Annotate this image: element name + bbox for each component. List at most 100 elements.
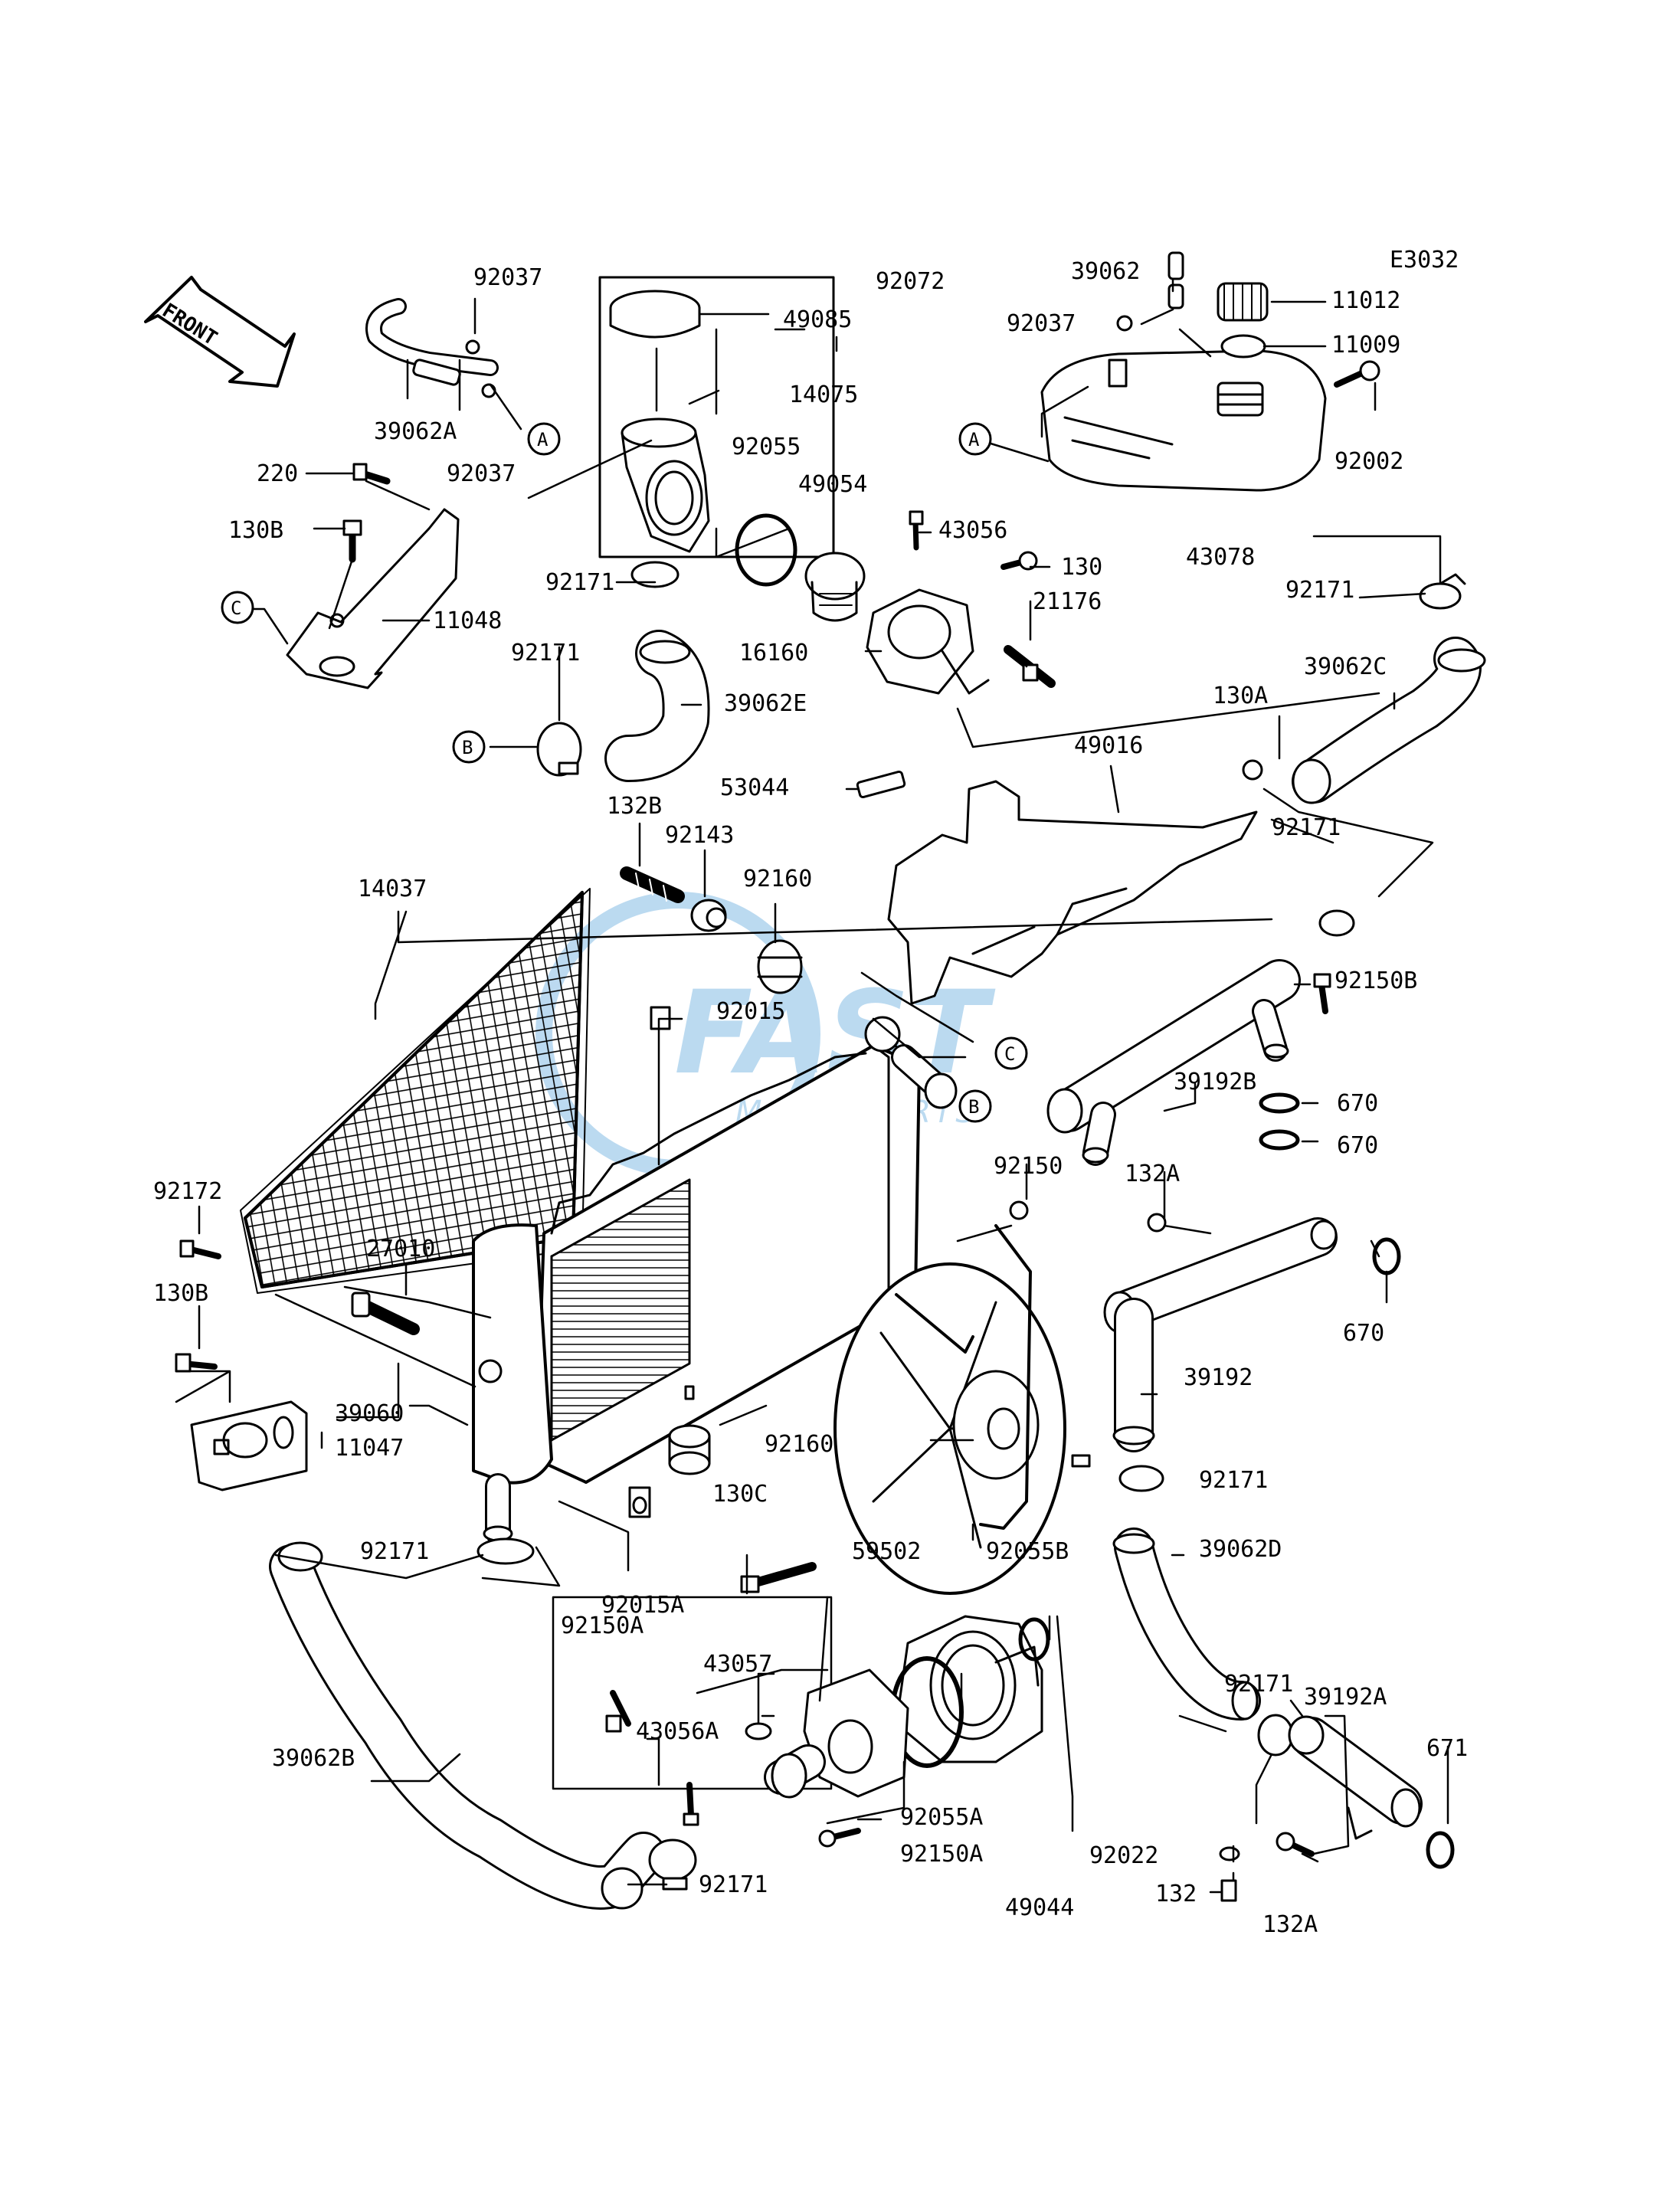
- part-label-92171-g[interactable]: 92171: [1224, 1671, 1293, 1698]
- clamp-92171-upper-left: [630, 561, 680, 588]
- bolt-132A-lower: [1276, 1832, 1315, 1857]
- clamp-92171-d: [1318, 909, 1355, 937]
- svg-text:B: B: [462, 737, 473, 758]
- callout-a-right: A: [958, 422, 992, 456]
- part-label-132[interactable]: 132: [1155, 1881, 1197, 1907]
- clamp-92171-g: [1257, 1714, 1294, 1757]
- hose-39062A: [365, 298, 499, 386]
- part-label-39062[interactable]: 39062: [1071, 258, 1140, 285]
- part-label-130A[interactable]: 130A: [1213, 683, 1268, 709]
- part-label-92171-b[interactable]: 92171: [1285, 577, 1354, 604]
- part-label-21176[interactable]: 21176: [1033, 588, 1102, 615]
- part-label-92015[interactable]: 92015: [716, 998, 785, 1025]
- hose-39062E: [604, 630, 710, 782]
- part-label-92150A-b[interactable]: 92150A: [900, 1841, 983, 1868]
- bolt-92150A-upper: [605, 1690, 631, 1733]
- part-label-39060[interactable]: 39060: [335, 1400, 404, 1427]
- part-label-671[interactable]: 671: [1426, 1735, 1468, 1762]
- clamp-92171-h: [648, 1838, 697, 1891]
- part-label-220[interactable]: 220: [257, 460, 298, 487]
- part-label-130[interactable]: 130: [1061, 554, 1102, 581]
- part-label-92055[interactable]: 92055: [732, 434, 801, 460]
- washer-43056A: [745, 1722, 772, 1740]
- part-label-49016[interactable]: 49016: [1074, 732, 1143, 759]
- part-label-130B[interactable]: 130B: [228, 517, 283, 544]
- part-label-27010[interactable]: 27010: [366, 1236, 435, 1262]
- filler-neck-14075: [621, 417, 710, 553]
- part-label-670-c[interactable]: 670: [1343, 1320, 1384, 1347]
- part-label-130C[interactable]: 130C: [712, 1481, 768, 1508]
- part-label-92171-f[interactable]: 92171: [1199, 1467, 1268, 1494]
- part-label-39062D[interactable]: 39062D: [1199, 1536, 1282, 1563]
- part-label-92171-h[interactable]: 92171: [699, 1871, 768, 1898]
- part-label-132A[interactable]: 132A: [1125, 1161, 1180, 1187]
- part-label-39062B[interactable]: 39062B: [272, 1745, 355, 1772]
- part-label-14037[interactable]: 14037: [358, 876, 427, 902]
- part-label-130B-b[interactable]: 130B: [153, 1280, 208, 1307]
- part-label-92037-b[interactable]: 92037: [1007, 310, 1076, 337]
- part-label-92150B[interactable]: 92150B: [1335, 968, 1417, 994]
- part-label-39062A[interactable]: 39062A: [374, 418, 457, 445]
- part-label-92037[interactable]: 92037: [473, 264, 542, 291]
- part-label-132A-b[interactable]: 132A: [1262, 1911, 1318, 1938]
- o-ring-670-a: [1259, 1092, 1300, 1114]
- thermostat-housing-16160: [866, 588, 990, 695]
- part-label-92160-b[interactable]: 92160: [765, 1431, 833, 1458]
- part-label-92022[interactable]: 92022: [1089, 1842, 1158, 1869]
- part-label-43078[interactable]: 43078: [1186, 544, 1255, 571]
- part-label-53044[interactable]: 53044: [720, 774, 789, 801]
- svg-text:C: C: [1004, 1043, 1015, 1065]
- part-label-670-a[interactable]: 670: [1337, 1090, 1378, 1117]
- part-label-92055B[interactable]: 92055B: [986, 1538, 1069, 1565]
- hose-39062B: [269, 1541, 666, 1910]
- o-ring-92055: [735, 513, 797, 587]
- part-label-92037-c[interactable]: 92037: [447, 460, 516, 487]
- part-label-49044[interactable]: 49044: [1005, 1894, 1074, 1921]
- part-label-39062C[interactable]: 39062C: [1304, 653, 1387, 680]
- part-label-92072[interactable]: 92072: [876, 268, 945, 295]
- sensor-21176: [1004, 645, 1056, 688]
- part-label-92171-d[interactable]: 92171: [1272, 814, 1341, 841]
- part-label-92015A[interactable]: 92015A: [601, 1592, 684, 1619]
- part-label-39062E[interactable]: 39062E: [724, 690, 807, 717]
- part-label-92143[interactable]: 92143: [665, 822, 734, 849]
- bolt-220: [352, 463, 391, 485]
- part-label-92150[interactable]: 92150: [994, 1153, 1063, 1180]
- thermostat-49054: [804, 552, 866, 622]
- part-label-11009[interactable]: 11009: [1331, 332, 1400, 359]
- part-label-92172[interactable]: 92172: [153, 1178, 222, 1205]
- part-label-43056[interactable]: 43056: [938, 517, 1007, 544]
- callout-circles: A A B B C C: [221, 422, 1028, 1123]
- part-label-132B[interactable]: 132B: [607, 793, 662, 820]
- part-label-59502[interactable]: 59502: [852, 1538, 921, 1565]
- part-label-43057[interactable]: 43057: [703, 1651, 772, 1678]
- part-label-92055A[interactable]: 92055A: [900, 1804, 983, 1831]
- part-label-39192[interactable]: 39192: [1184, 1364, 1253, 1391]
- bolt-130B-top: [342, 519, 362, 563]
- part-label-92002[interactable]: 92002: [1335, 448, 1403, 475]
- grommet-92160-lower: [668, 1385, 711, 1475]
- callout-c-left: C: [221, 591, 254, 624]
- reservoir-cap-11012: [1217, 282, 1269, 322]
- part-label-49085[interactable]: 49085: [783, 306, 852, 333]
- part-label-92150A[interactable]: 92150A: [561, 1613, 644, 1639]
- bolt-132: [1220, 1879, 1237, 1902]
- part-label-92171-e[interactable]: 92171: [360, 1538, 429, 1565]
- part-label-670-b[interactable]: 670: [1337, 1132, 1378, 1159]
- part-label-11012[interactable]: 11012: [1331, 287, 1400, 314]
- grommet-92160-top: [757, 939, 803, 994]
- part-label-39192A[interactable]: 39192A: [1304, 1684, 1387, 1711]
- part-label-11048[interactable]: 11048: [433, 607, 502, 634]
- part-label-14075[interactable]: 14075: [789, 381, 858, 408]
- part-label-43056A[interactable]: 43056A: [636, 1718, 719, 1745]
- part-label-11047[interactable]: 11047: [335, 1435, 404, 1462]
- part-label-92171-c[interactable]: 92171: [511, 640, 580, 666]
- part-label-92171-a[interactable]: 92171: [545, 569, 614, 596]
- part-label-39192B[interactable]: 39192B: [1174, 1069, 1256, 1095]
- hose-39062C: [1292, 637, 1486, 804]
- callout-c-right: C: [994, 1036, 1028, 1070]
- part-label-16160[interactable]: 16160: [739, 640, 808, 666]
- part-label-92160[interactable]: 92160: [743, 866, 812, 892]
- part-label-49054[interactable]: 49054: [798, 471, 867, 498]
- fan-assembly-59502: [833, 1224, 1091, 1595]
